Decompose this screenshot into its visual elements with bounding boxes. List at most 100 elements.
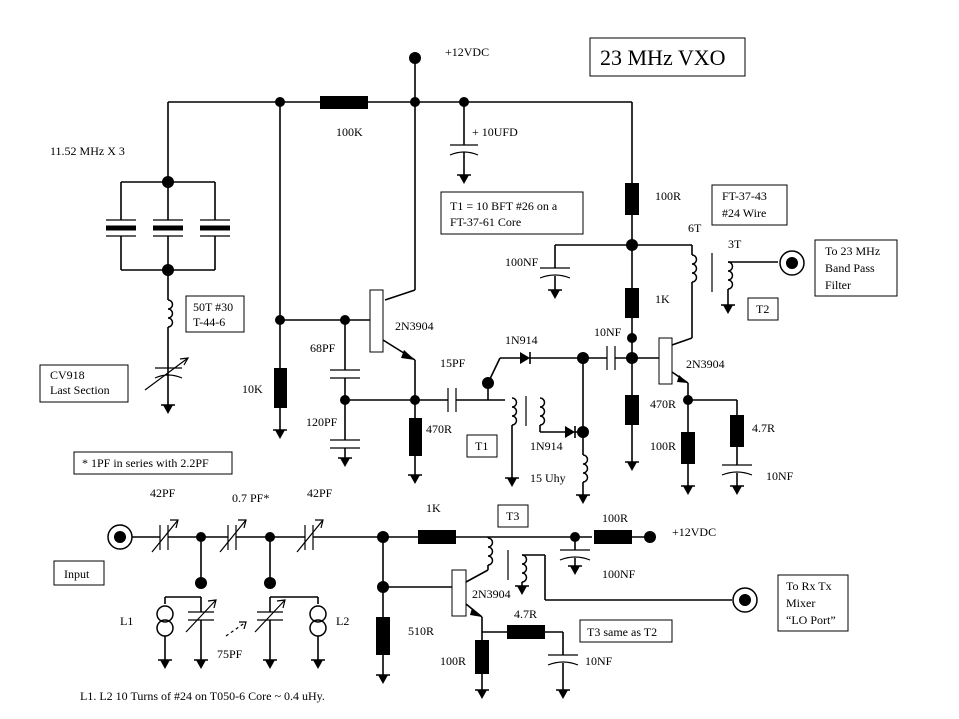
- resistor-10k: [274, 368, 287, 408]
- d-1n914-b-label: 1N914: [530, 439, 563, 453]
- l1-label: L1: [120, 614, 133, 628]
- r-10k-label: 10K: [242, 382, 263, 396]
- node: [410, 97, 420, 107]
- cv918-label-2: Last Section: [50, 383, 110, 397]
- coil-footnote: L1. L2 10 Turns of #24 on T050-6 Core ~ …: [80, 689, 325, 703]
- t1-primary: [511, 397, 518, 426]
- connector-pin: [786, 257, 798, 269]
- c-100nf-top-label: 100NF: [505, 255, 539, 269]
- node: [195, 577, 207, 589]
- capacitor-10ufd: [449, 144, 479, 156]
- t3-box: [497, 504, 529, 528]
- resistor-4-7r-bottom: [507, 625, 545, 639]
- c-10nf-mid-label: 10NF: [594, 325, 622, 339]
- turns-3t: 3T: [728, 237, 742, 251]
- coil-note-box: [185, 295, 245, 333]
- vcc-top-node: [409, 52, 421, 64]
- c-10nf-top-label: 10NF: [766, 469, 794, 483]
- crystal-label: 11.52 MHz X 3: [50, 144, 125, 158]
- t1-note-box: [440, 191, 584, 235]
- resistor-470r-q2-base: [625, 395, 639, 425]
- transistor-q3: [451, 569, 467, 617]
- connector-pin: [739, 594, 751, 606]
- resistor-100r-bottom: [594, 530, 632, 544]
- resistor-510r: [376, 617, 390, 655]
- t2-box: [747, 297, 779, 321]
- inductor-l1: [156, 605, 174, 637]
- c-10ufd-label: + 10UFD: [472, 125, 518, 139]
- c-10nf-bot-label: 10NF: [585, 654, 613, 668]
- t3-note: T3 same as T2: [587, 625, 657, 639]
- r-100r-top-label: 100R: [655, 189, 681, 203]
- t2-label: T2: [756, 302, 769, 316]
- out-label-3: Filter: [825, 278, 851, 292]
- out-label-2: Band Pass: [825, 261, 875, 275]
- l2-label: L2: [336, 614, 349, 628]
- transistor-q1: [369, 289, 384, 353]
- mixer-label-1: To Rx Tx: [786, 579, 832, 593]
- vcc-top-label: +12VDC: [445, 45, 489, 59]
- t3-secondary: [521, 554, 528, 583]
- core-note-1: FT-37-43: [722, 189, 767, 203]
- r-1k-bot-label: 1K: [426, 501, 441, 515]
- node: [264, 577, 276, 589]
- node: [275, 97, 285, 107]
- footnote: * 1PF in series with 2.2PF: [82, 456, 209, 470]
- r-100k-label: 100K: [336, 125, 363, 139]
- r-510r-label: 510R: [408, 624, 434, 638]
- resistor-100r-q2: [681, 432, 695, 464]
- t3-label: T3: [506, 509, 519, 523]
- c-100nf-bot-label: 100NF: [602, 567, 636, 581]
- variable-capacitor-0-7pf: [219, 519, 247, 553]
- c-42pf-a-label: 42PF: [150, 486, 176, 500]
- c-15pf-label: 15PF: [440, 356, 466, 370]
- footnote-box: [73, 451, 233, 475]
- node: [577, 426, 589, 438]
- t1-note-2: FT-37-61 Core: [450, 215, 521, 229]
- t1-note-1: T1 = 10 BFT #26 on a: [450, 199, 558, 213]
- turns-6t: 6T: [688, 221, 702, 235]
- mixer-label-3: “LO Port”: [786, 613, 836, 627]
- cv918-box: [39, 364, 129, 403]
- r-470r-q1-label: 470R: [426, 422, 452, 436]
- inductor-15uhy: [582, 454, 589, 483]
- t2-secondary: [727, 261, 734, 290]
- node: [627, 333, 637, 343]
- cv918-label-1: CV918: [50, 368, 85, 382]
- out-label-1: To 23 MHz: [825, 244, 880, 258]
- resistor-470r-q1: [409, 418, 422, 456]
- resistor-1k-top: [625, 288, 639, 318]
- node: [162, 264, 174, 276]
- c-75pf-label: 75PF: [217, 647, 243, 661]
- coil-note-2: T-44-6: [193, 315, 225, 329]
- coil-50t: [167, 299, 174, 328]
- q2-label: 2N3904: [686, 357, 725, 371]
- vcc-bottom-label: +12VDC: [672, 525, 716, 539]
- c-42pf-b-label: 42PF: [307, 486, 333, 500]
- t2-primary: [691, 254, 698, 283]
- wiring-top: [167, 58, 633, 430]
- d-1n914-a-label: 1N914: [505, 333, 538, 347]
- resistor-4-7r-top: [730, 415, 744, 447]
- q1-label: 2N3904: [395, 319, 434, 333]
- node: [626, 352, 638, 364]
- t1-label: T1: [475, 439, 488, 453]
- crystal-bank: [106, 181, 230, 300]
- node: [459, 97, 469, 107]
- node: [162, 176, 174, 188]
- node: [410, 395, 420, 405]
- transistor-q2: [658, 337, 673, 385]
- r-4-7r-bot-label: 4.7R: [514, 607, 537, 621]
- q3-label: 2N3904: [472, 587, 511, 601]
- r-470r-q2-label: 470R: [650, 397, 676, 411]
- c-120pf-label: 120PF: [306, 415, 338, 429]
- variable-capacitor-42pf-b: [296, 519, 324, 553]
- diagram-title: 23 MHz VXO: [600, 45, 725, 70]
- t1-box: [466, 434, 498, 458]
- r-4-7r-top-label: 4.7R: [752, 421, 775, 435]
- r-100r-q2-label: 100R: [650, 439, 676, 453]
- inductor-l2: [309, 605, 327, 637]
- resistor-1k-bottom: [418, 530, 456, 544]
- title-box: [589, 37, 746, 77]
- coil-note-1: 50T #30: [193, 300, 233, 314]
